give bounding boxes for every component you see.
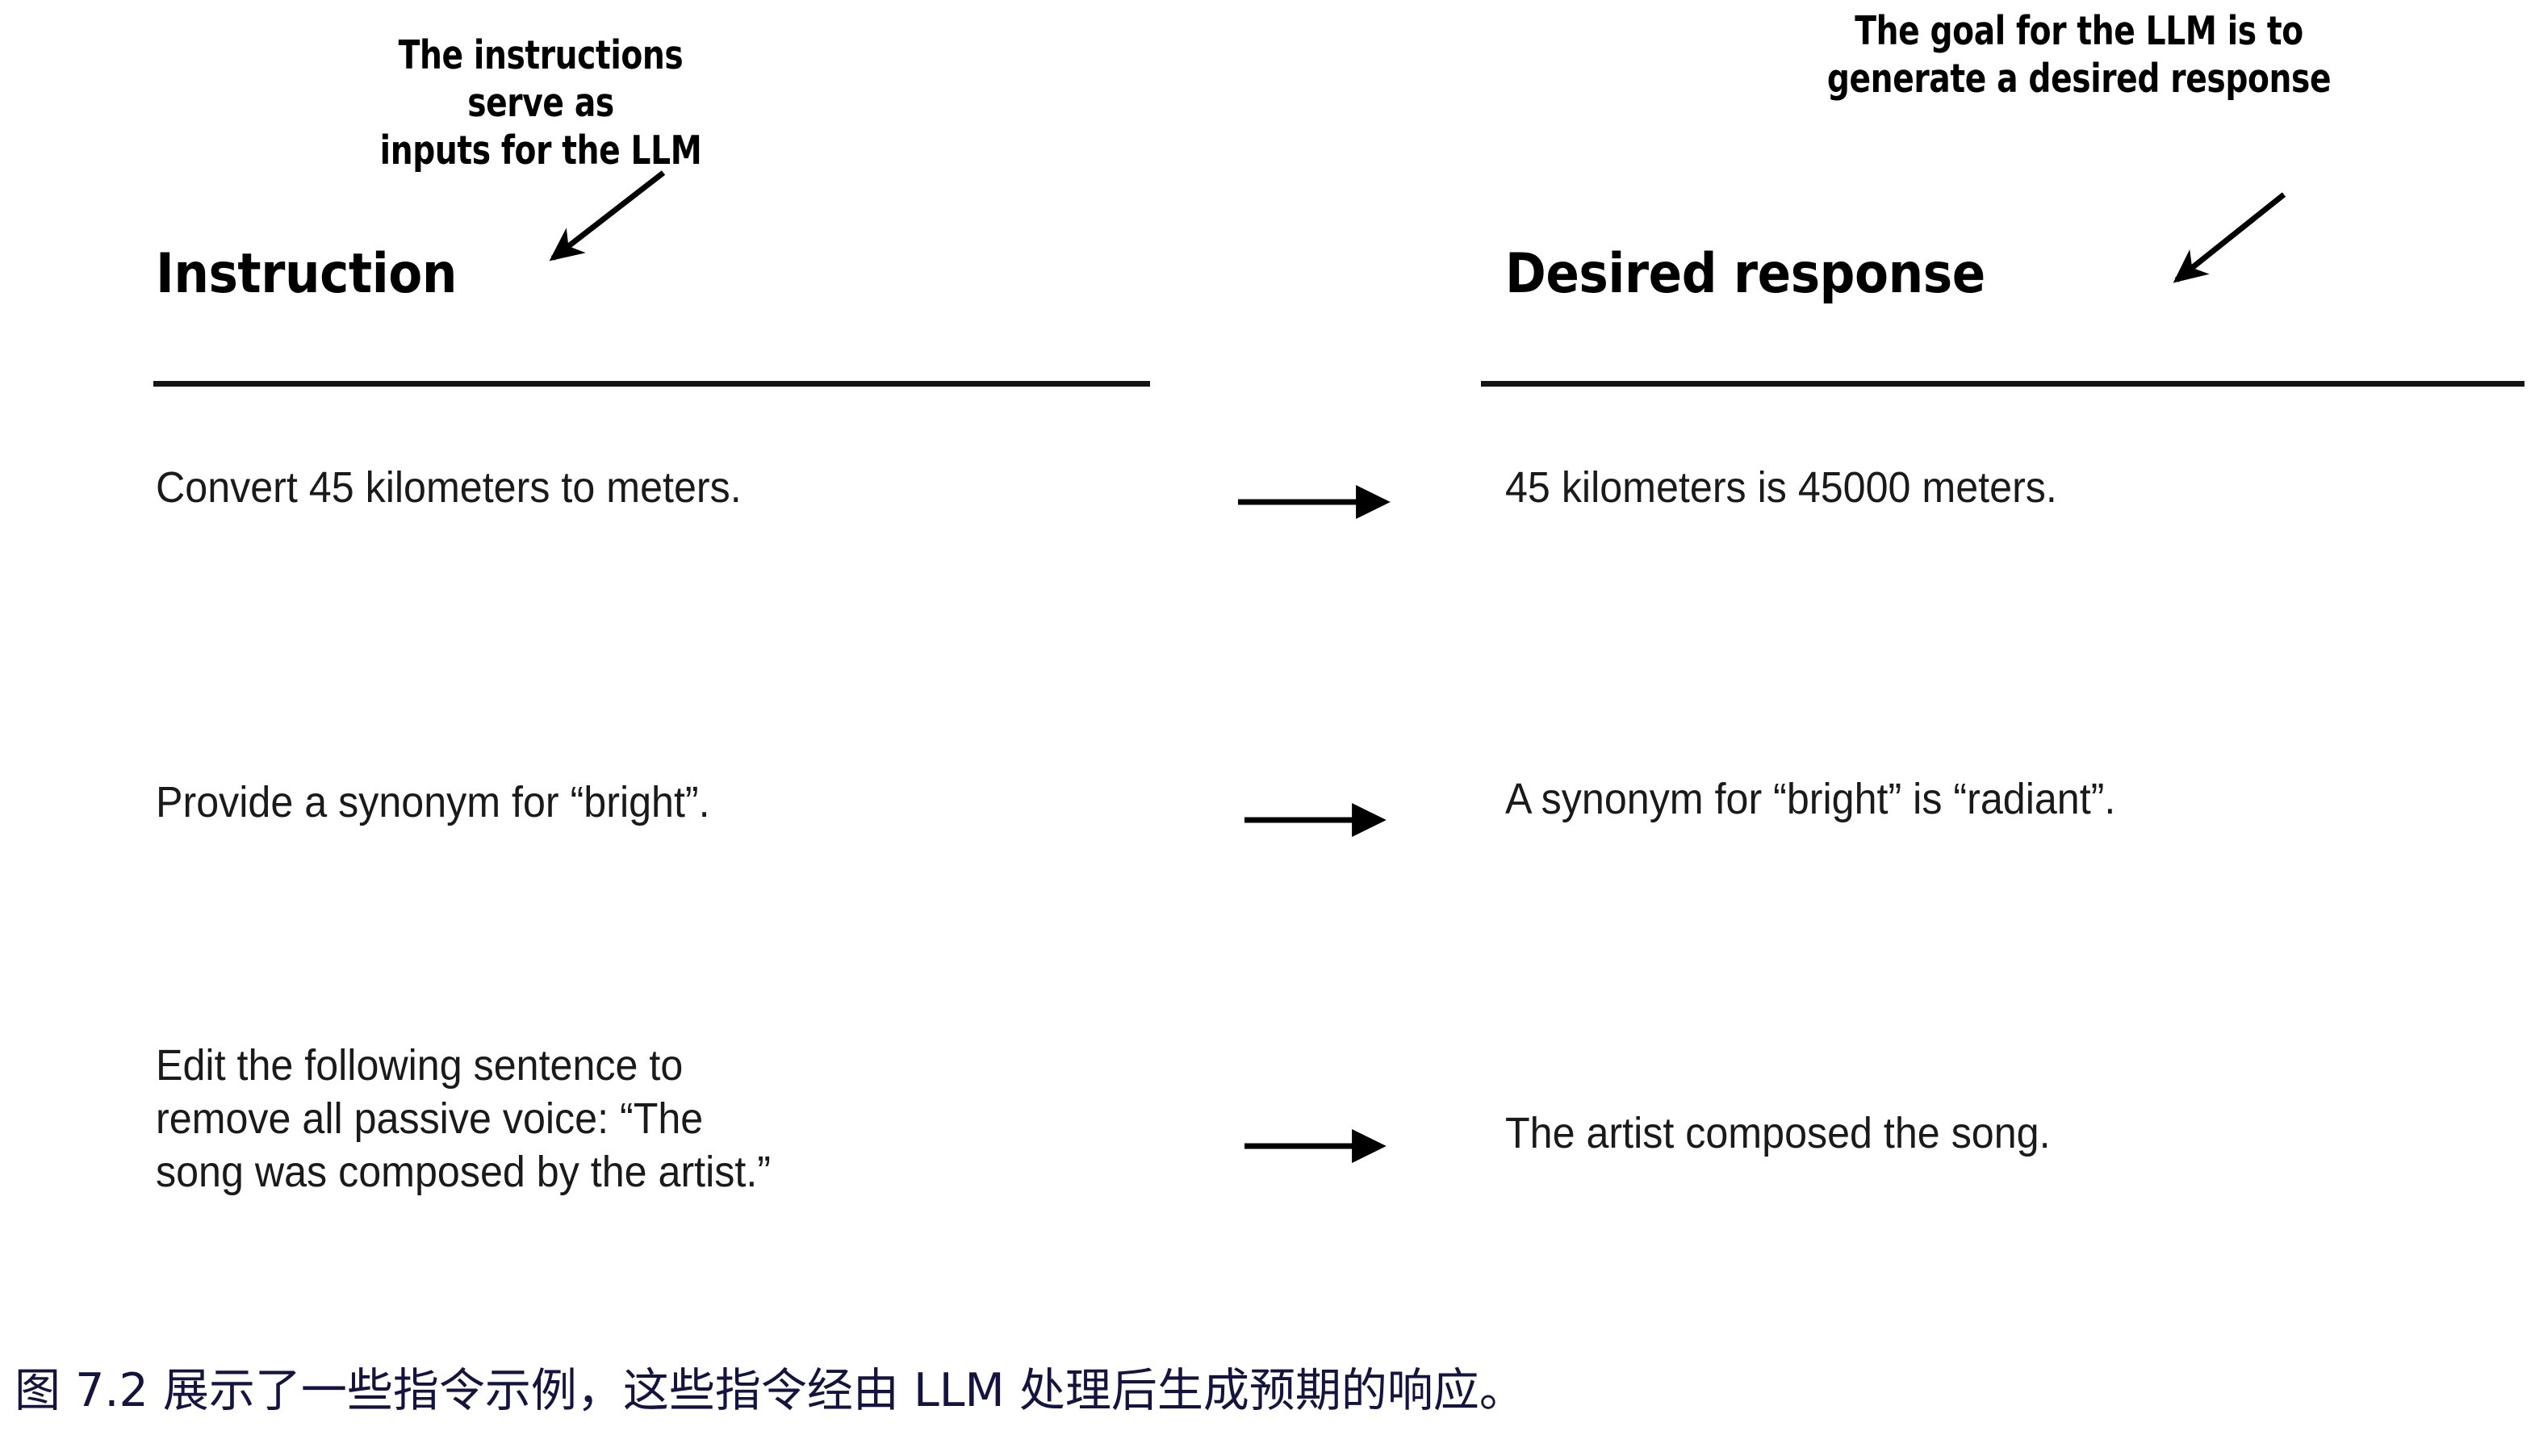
annotation-instruction-callout: The instructions serve as inputs for the…	[347, 32, 734, 174]
arrow-right-icon	[1244, 1129, 1387, 1164]
arrow-right-icon	[1244, 803, 1387, 838]
annotation-response-line2: generate a desired response	[1826, 55, 2332, 102]
instruction-cell-2: Provide a synonym for “bright”.	[156, 778, 710, 826]
arrow-down-left-icon	[549, 170, 666, 261]
column-rule-right	[1481, 381, 2524, 387]
instruction-cell-1: Convert 45 kilometers to meters.	[156, 463, 742, 512]
annotation-response-line1: The goal for the LLM is to	[1855, 8, 2303, 54]
annotation-instruction-line1: The instructions serve as	[398, 32, 684, 126]
column-heading-desired-response: Desired response	[1505, 242, 1985, 306]
annotation-instruction-line2: inputs for the LLM	[379, 127, 702, 174]
annotation-response-callout: The goal for the LLM is to generate a de…	[1776, 8, 2382, 103]
response-cell-2: A synonym for “bright” is “radiant”.	[1505, 775, 2116, 823]
arrow-right-icon	[1238, 485, 1391, 520]
instruction-cell-3: Edit the following sentence to remove al…	[156, 1041, 772, 1196]
response-cell-3: The artist composed the song.	[1505, 1109, 2051, 1157]
column-heading-instruction: Instruction	[156, 242, 457, 306]
arrow-down-left-icon	[2173, 192, 2286, 283]
figure-caption: 图 7.2 展示了一些指令示例，这些指令经由 LLM 处理后生成预期的响应。	[15, 1364, 1525, 1417]
response-cell-1: 45 kilometers is 45000 meters.	[1505, 463, 2057, 512]
column-rule-left	[153, 381, 1150, 387]
